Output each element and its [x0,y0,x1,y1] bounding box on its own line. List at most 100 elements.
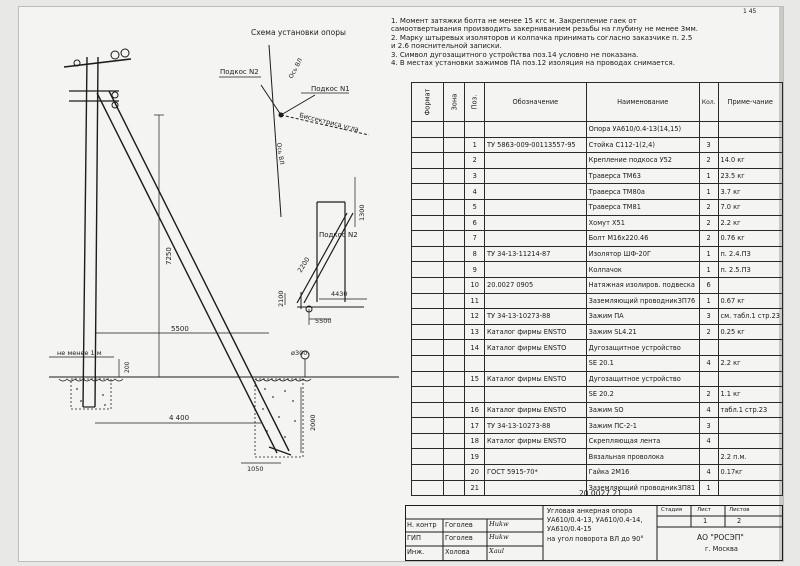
sheets-header: Листов [729,507,750,513]
cell-format [411,230,444,247]
cell-qty: 1 [698,183,719,200]
cell-format [411,417,444,434]
cell-pos: 1 [464,136,485,154]
label-podkos-n2-detail: Подкос N2 [319,231,358,239]
dim-not-less: не менее 1 м [57,349,102,357]
signer-role: ГИП [407,534,421,542]
dim-200: 200 [124,361,131,373]
cell-designation: Каталог фирмы ENSTO [484,339,587,356]
title-line: УА610/0.4-15 [547,525,592,533]
signer-role: Н. контр [407,521,437,529]
label-podkos-n2: Подкос N2 [220,68,259,76]
cell-name: Гайка 2М16 [585,464,700,481]
cell-zone [442,198,466,216]
cell-designation [484,198,587,216]
cell-note [717,370,783,388]
cell-name: Траверса ТМ81 [585,198,700,216]
cell-name: Болт М16х220.46 [585,230,700,247]
cell-zone [442,245,466,263]
cell-zone [442,401,466,419]
label-bisector: Биссектриса угла [299,111,360,134]
cell-designation [484,261,587,278]
cell-pos: 19 [464,448,485,466]
cell-format [411,121,444,138]
cell-pos: 11 [464,292,485,310]
cell-name: Натяжная изолиров. подвеска [585,276,700,294]
cell-zone [442,370,466,388]
cell-note: 2.2 кг [717,354,783,372]
header-note: Приме-чание [717,82,783,122]
cell-qty [698,339,719,356]
cell-designation: Каталог фирмы ENSTO [484,323,587,341]
cell-note: 0.17кг [717,464,783,481]
cell-qty: 1 [698,292,719,310]
cell-pos: 20 [464,464,485,481]
cell-designation [484,448,587,466]
scheme-brace-2 [260,84,282,116]
cell-format [411,370,444,388]
cell-note: 1.1 кг [717,386,783,403]
cell-note: 3.7 кг [717,183,783,200]
note-line: 1. Момент затяжки болта не менее 15 кгс … [391,17,637,25]
pole-left-edge [82,56,88,408]
specification-table: Формат Зона Поз. Обозначение Наименовани… [411,82,783,497]
cell-qty: 6 [698,276,719,294]
cell-designation: ТУ 34-13-11214-87 [484,245,587,263]
cell-format [411,136,444,154]
cell-pos: 7 [464,230,485,247]
cell-note: 0.76 кг [717,230,783,247]
cell-zone [442,432,466,450]
cell-note: табл.1 стр.23 [717,401,783,419]
cell-note: 7.0 кг [717,198,783,216]
cell-zone [442,230,466,247]
cell-designation: Каталог фирмы ENSTO [484,370,587,388]
cell-pos: 9 [464,261,485,278]
cell-zone [442,354,466,372]
cell-designation [484,152,587,169]
signer-signature: Hukw [489,520,509,528]
cell-designation [484,183,587,200]
cell-qty [698,370,719,388]
dim-1300: 1300 [358,204,366,221]
cell-note [717,121,783,138]
cell-format [411,323,444,341]
signer-signature: Hukw [489,533,509,541]
cell-designation: 20.0027 0905 [484,276,587,294]
scheme-pole-dot [278,112,284,118]
scheme-title: Схема установки опоры [251,28,346,37]
sheet-value: 1 [703,517,708,525]
header-name: Наименование [585,82,700,122]
dim-4400: 4 400 [169,414,189,422]
label-vl-axis: Ось ВЛ [288,57,305,80]
signer-role: Инж. [407,548,425,556]
title-block-frame [405,505,783,561]
header-format: Формат [411,82,444,122]
dim-2200: 2200 [296,256,312,274]
dim-7250: 7250 [165,247,173,265]
cell-designation [484,292,587,310]
cell-format [411,354,444,372]
cell-qty: 2 [698,323,719,341]
cell-format [411,152,444,169]
note-line: 3. Символ дугозащитного устройства поз.1… [391,51,639,59]
cell-qty [698,448,719,466]
cell-designation: ТУ 34-13-10273-88 [484,417,587,434]
scheme-bisector [280,114,370,136]
cell-format [411,292,444,310]
cell-pos: 6 [464,214,485,232]
cell-zone [442,308,466,325]
dim-b300: ø300 [291,349,307,357]
cell-designation [484,121,587,138]
header-qty: Кол. [698,82,719,122]
cell-zone [442,479,466,497]
cell-designation: ТУ 5863-009-00113557-95 [484,136,587,154]
